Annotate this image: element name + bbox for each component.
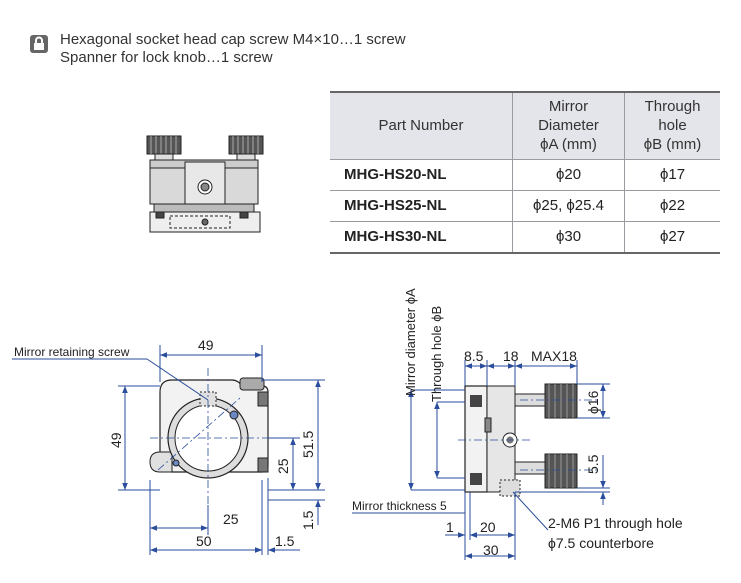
label-m6-line1: 2-M6 P1 through hole xyxy=(548,515,683,531)
dim-1-5-vertical: 1.5 xyxy=(300,510,316,530)
label-retaining-screw: Mirror retaining screw xyxy=(14,345,130,359)
accessory-icon xyxy=(30,35,48,53)
side-view-drawing: Mirror diameter ϕA Through hole ϕB 8.5 1… xyxy=(352,288,683,560)
padlock-icon xyxy=(34,36,44,50)
table-row: MHG-HS30-NL ϕ30 ϕ27 xyxy=(330,220,720,254)
part-number-table: Part Number Mirror Diameter ϕA (mm) Thro… xyxy=(330,91,720,254)
header-hole-line2: hole xyxy=(658,117,687,135)
accessory-line-1: Hexagonal socket head cap screw M4×10…1 … xyxy=(60,31,406,48)
right-knob xyxy=(228,135,264,161)
header-mirror-line3: ϕA (mm) xyxy=(540,136,597,154)
header-part-label: Part Number xyxy=(378,117,464,135)
header-mirror-line2: Diameter xyxy=(538,117,599,135)
dim-20: 20 xyxy=(480,519,496,535)
top-view-drawing xyxy=(146,135,264,233)
dim-50: 50 xyxy=(196,533,212,549)
label-through-hole: Through hole ϕB xyxy=(429,306,444,402)
label-mirror-diameter: Mirror diameter ϕA xyxy=(403,288,418,396)
dim-25-horizontal: 25 xyxy=(223,511,239,527)
table-row: MHG-HS25-NL ϕ25, ϕ25.4 ϕ22 xyxy=(330,189,720,222)
header-hole-line1: Through xyxy=(644,98,701,116)
cell-through-hole: ϕ17 xyxy=(624,158,720,191)
cell-part-number: MHG-HS25-NL xyxy=(330,189,513,222)
dim-phi16: ϕ16 xyxy=(585,390,601,414)
table-row: MHG-HS20-NL ϕ20 ϕ17 xyxy=(330,158,720,191)
cell-mirror-diameter: ϕ25, ϕ25.4 xyxy=(512,189,625,222)
header-mirror-diameter: Mirror Diameter ϕA (mm) xyxy=(512,91,625,160)
header-mirror-line1: Mirror xyxy=(548,98,589,116)
dim-30: 30 xyxy=(483,542,499,558)
dim-1-5-horizontal: 1.5 xyxy=(275,533,295,549)
dim-left-49: 49 xyxy=(108,432,124,448)
dim-1: 1 xyxy=(446,519,454,535)
label-mirror-thickness: Mirror thickness 5 xyxy=(352,499,447,513)
header-through-hole: Through hole ϕB (mm) xyxy=(624,91,720,160)
dim-51-5: 51.5 xyxy=(300,431,316,458)
header-hole-line3: ϕB (mm) xyxy=(643,136,702,154)
accessory-list: Hexagonal socket head cap screw M4×10…1 … xyxy=(60,31,406,67)
cell-through-hole: ϕ22 xyxy=(624,189,720,222)
label-m6-line2: ϕ7.5 counterbore xyxy=(548,535,654,551)
front-view-drawing: Mirror retaining screw 49 49 51.5 25 1.5… xyxy=(12,337,325,555)
dim-8-5: 8.5 xyxy=(464,348,484,364)
dim-top-49: 49 xyxy=(198,337,214,353)
cell-part-number: MHG-HS20-NL xyxy=(330,158,513,191)
dim-max18: MAX18 xyxy=(531,348,577,364)
left-knob xyxy=(146,135,182,161)
accessory-line-2: Spanner for lock knob…1 screw xyxy=(60,49,273,66)
dim-5-5: 5.5 xyxy=(585,454,601,474)
dim-18: 18 xyxy=(503,348,519,364)
cell-mirror-diameter: ϕ30 xyxy=(512,220,625,254)
cell-through-hole: ϕ27 xyxy=(624,220,720,254)
dim-25-vertical: 25 xyxy=(275,458,291,474)
